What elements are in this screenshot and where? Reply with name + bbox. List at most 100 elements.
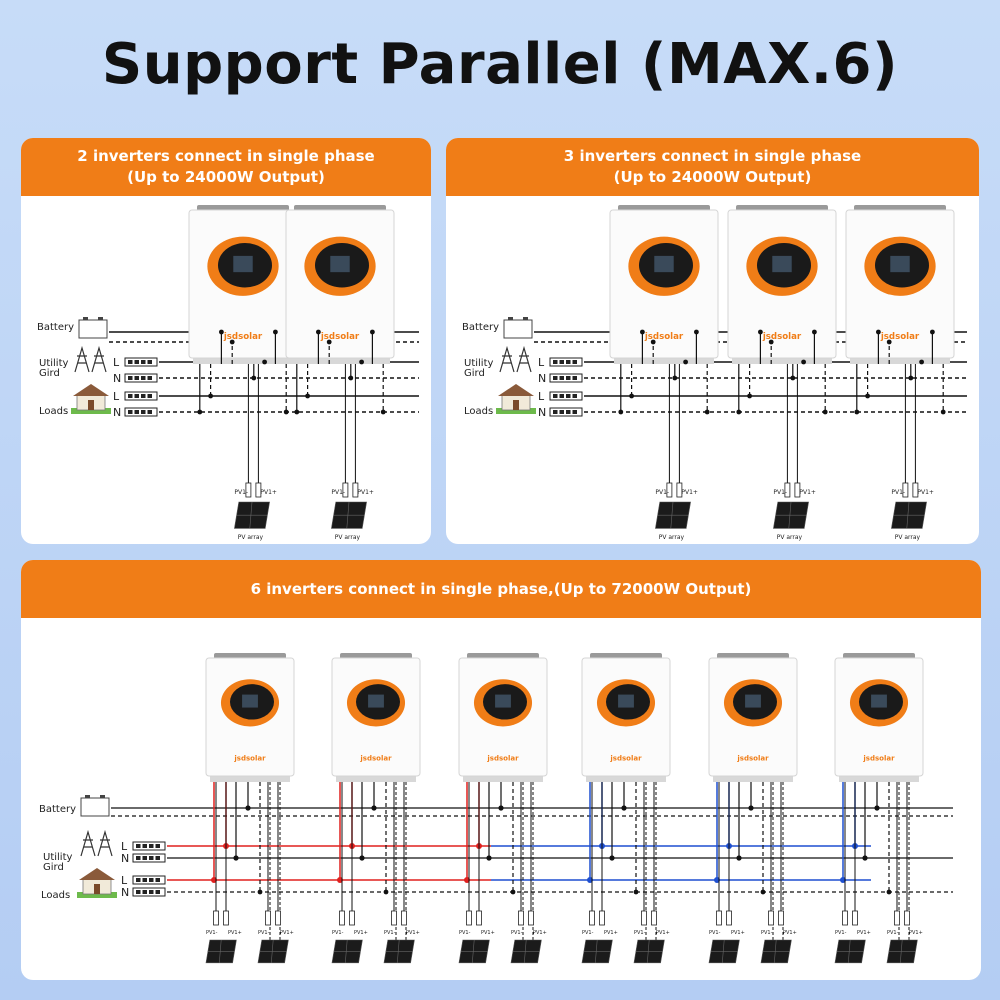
breaker-pole — [559, 394, 564, 398]
junction-dot — [758, 329, 763, 335]
pv-plus-label: PV1+ — [481, 930, 495, 936]
junction-dot — [748, 805, 754, 811]
pv-array-label: PV array — [895, 534, 921, 541]
junction-dot — [865, 393, 870, 399]
breaker-pole — [155, 878, 160, 882]
pv-minus-label: PV1- — [331, 489, 345, 496]
breaker-pole — [128, 360, 133, 364]
breaker-pole — [149, 878, 154, 882]
lawn — [77, 892, 117, 898]
junction-dot — [305, 393, 310, 399]
line-label: L — [538, 390, 545, 403]
junction-dot — [747, 393, 752, 399]
pv-plus-label: PV1+ — [604, 930, 618, 936]
junction-dot — [640, 329, 645, 335]
breaker-pole — [136, 856, 141, 860]
panel-2-inverters: 2 inverters connect in single phase (Up … — [21, 138, 431, 544]
battery-icon — [78, 317, 108, 339]
pv-plus-label: PV1+ — [228, 930, 242, 936]
panel-title: 6 inverters connect in single phase,(Up … — [250, 579, 752, 598]
battery-label: Battery — [37, 322, 74, 333]
junction-dot — [316, 329, 321, 335]
pv-array-label: PV array — [659, 534, 685, 541]
breaker-pole — [147, 360, 152, 364]
house-roof — [73, 384, 109, 396]
pv-array-label: PV array — [335, 534, 361, 541]
wiring-diagram: BatteryUtilityGirdLoadsLNLNjsdsolarPV1-P… — [37, 205, 419, 541]
inverter-base — [713, 776, 793, 782]
pv-panel — [458, 939, 490, 964]
breaker-pole — [149, 844, 154, 848]
pv-connector — [255, 482, 262, 498]
junction-dot — [876, 329, 881, 335]
battery-terminal — [100, 795, 105, 798]
junction-dot — [930, 329, 935, 335]
lawn — [71, 408, 111, 414]
pv-connector — [223, 910, 229, 926]
pv-connector — [401, 910, 407, 926]
junction-dot — [245, 805, 251, 811]
tower — [499, 345, 515, 373]
breaker-pole — [566, 360, 571, 364]
breaker-pole — [553, 376, 558, 380]
breaker-pole — [559, 360, 564, 364]
pv-plus-label: PV1+ — [354, 930, 368, 936]
inverter: jsdsolar — [727, 205, 837, 364]
pv-panel — [773, 501, 809, 529]
inverter-base — [586, 776, 666, 782]
brand-logo: jsdsolar — [609, 754, 642, 763]
panel-subtitle: (Up to 24000W Output) — [127, 168, 325, 186]
house-icon — [496, 384, 536, 414]
pv-connector — [213, 910, 219, 926]
battery-icon — [503, 317, 533, 339]
junction-dot — [650, 339, 656, 345]
tower — [74, 345, 90, 373]
pv-panel — [331, 501, 367, 529]
breaker-pole — [559, 410, 564, 414]
junction-dot — [359, 855, 365, 861]
panel-title: 2 inverters connect in single phase — [77, 147, 375, 165]
breaker-pole — [149, 856, 154, 860]
inverter-base — [463, 776, 543, 782]
breaker-icon — [132, 887, 166, 897]
breaker-pole — [566, 410, 571, 414]
breaker-pole — [559, 376, 564, 380]
pv-minus-label: PV1- — [835, 930, 847, 936]
line-label: L — [121, 840, 128, 853]
breaker-pole — [134, 376, 139, 380]
battery-label: Battery — [39, 804, 76, 815]
line-label: L — [113, 390, 120, 403]
house-icon — [77, 868, 117, 898]
pv-connector — [676, 482, 683, 498]
lcd-icon — [745, 694, 761, 708]
breaker-icon — [549, 357, 583, 367]
pv-plus-label: PV1+ — [783, 930, 797, 936]
pv-panel — [383, 939, 415, 964]
pv-connector — [599, 910, 605, 926]
tower — [97, 829, 113, 857]
brand-logo: jsdsolar — [320, 332, 360, 342]
pv-plus-label: PV1+ — [260, 489, 277, 496]
breaker-pole — [136, 890, 141, 894]
inverter-base — [732, 358, 832, 364]
junction-dot — [874, 805, 880, 811]
pv-connector — [275, 910, 281, 926]
breaker-pole — [572, 394, 577, 398]
breaker-icon — [549, 407, 583, 417]
brand-logo: jsdsolar — [644, 332, 684, 342]
breaker-pole — [553, 410, 558, 414]
breaker-pole — [142, 856, 147, 860]
pv-minus-label: PV1- — [887, 930, 899, 936]
breaker-pole — [155, 890, 160, 894]
inverter-base — [614, 358, 714, 364]
breaker-pole — [572, 376, 577, 380]
pv-minus-label: PV1- — [709, 930, 721, 936]
junction-dot — [822, 409, 828, 415]
lcd-icon — [890, 255, 910, 273]
battery-body — [78, 319, 108, 339]
panel-subtitle: (Up to 24000W Output) — [613, 168, 812, 186]
pv-connector — [852, 910, 858, 926]
junction-dot — [812, 329, 817, 335]
junction-dot — [854, 409, 860, 415]
page-title: Support Parallel (MAX.6) — [101, 32, 899, 97]
